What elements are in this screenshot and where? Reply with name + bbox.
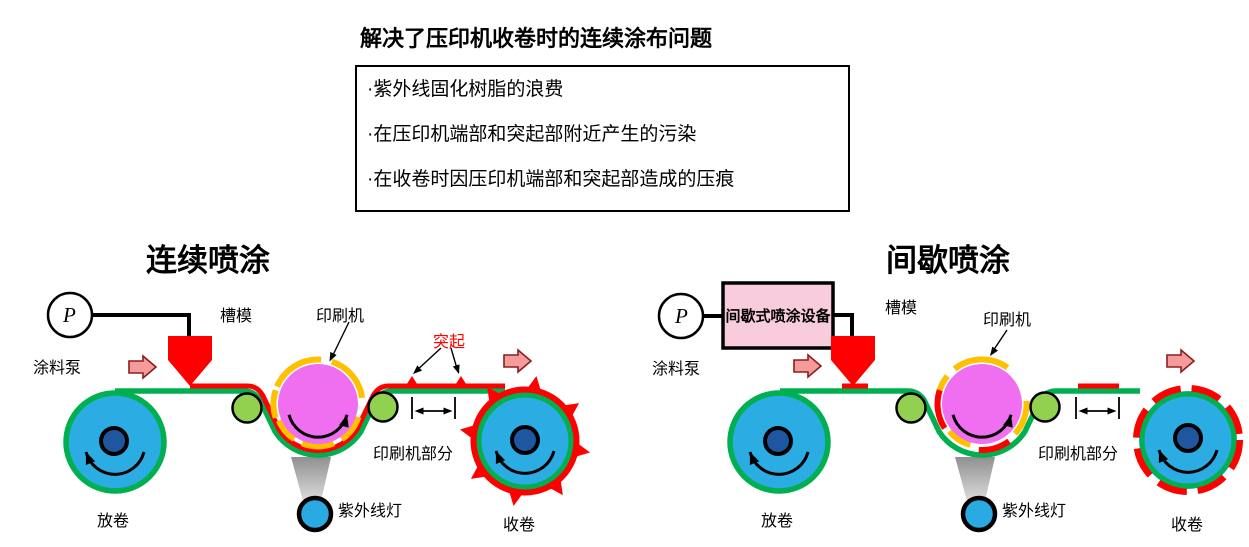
roll-hub	[763, 426, 793, 456]
problem-box: ·紫外线固化树脂的浪费 ·在压印机端部和突起部附近产生的污染 ·在收卷时因压印机…	[355, 65, 850, 212]
dimension-marker	[1075, 397, 1120, 419]
uv-lamp	[960, 495, 998, 533]
pump-symbol: P	[675, 304, 688, 328]
left-press-label: 印刷机	[316, 308, 365, 325]
left-die-label: 槽模	[220, 308, 253, 325]
rotation-arrowhead	[85, 452, 96, 465]
rotation-arrowhead	[339, 414, 349, 428]
rewind-roll	[460, 376, 590, 506]
pointer-head	[329, 351, 337, 362]
right-pump-label: 涂料泵	[652, 361, 701, 378]
problem-item: ·在收卷时因压印机端部和突起部造成的压痕	[367, 169, 735, 190]
dim-head	[414, 407, 424, 415]
press-cylinder	[942, 364, 1022, 444]
left-section-title: 连续喷涂	[146, 243, 270, 278]
dim-head	[443, 407, 453, 415]
bump	[405, 376, 419, 387]
left-pump-label: 涂料泵	[33, 360, 82, 377]
rotation-arrowhead	[749, 452, 760, 465]
bump	[454, 376, 468, 387]
flow-arrows	[128, 348, 1196, 380]
pointer-head	[452, 364, 460, 374]
dim-head	[1107, 407, 1117, 415]
press-pointer	[331, 321, 350, 358]
dim-head	[1078, 407, 1088, 415]
left-bump-label: 突起	[433, 334, 466, 351]
coating-arcs-red	[934, 389, 1011, 453]
rotation-arrowhead	[1003, 414, 1013, 428]
left-unwind-label: 放卷	[97, 513, 130, 530]
roll-hub	[99, 426, 129, 456]
intermittent-device-box	[721, 281, 835, 350]
rewind-roll	[1133, 385, 1243, 495]
guide-roller	[1029, 391, 1061, 423]
right-unwind-label: 放卷	[761, 513, 794, 530]
left-uv-label: 紫外线灯	[338, 503, 403, 520]
main-title: 解决了压印机收卷时的连续涂布问题	[360, 26, 713, 51]
pointer-head	[990, 346, 999, 356]
right-press-section-label: 印刷机部分	[1038, 446, 1119, 463]
problem-item: ·紫外线固化树脂的浪费	[367, 79, 564, 100]
intermittent-device-label: 间歇式喷涂设备	[725, 308, 831, 325]
guide-roller	[895, 392, 927, 424]
pump-circle	[657, 292, 705, 340]
slot-die	[168, 336, 212, 386]
pump-pipe	[833, 313, 854, 340]
coating-line	[190, 383, 505, 453]
problem-item: ·在压印机端部和突起部附近产生的污染	[367, 124, 697, 145]
pump-circle	[46, 291, 94, 339]
right-rewind-label: 收卷	[1171, 517, 1204, 534]
left-press-section-label: 印刷机部分	[373, 446, 454, 463]
pointer-head	[413, 365, 423, 374]
uv-beam	[955, 457, 995, 501]
dimension-marker	[411, 397, 456, 419]
uv-lamp	[296, 495, 334, 533]
right-uv-label: 紫外线灯	[1002, 503, 1067, 520]
right-section-title: 间歇喷涂	[886, 243, 1010, 278]
press-cylinder	[278, 364, 358, 444]
pump-symbol: P	[63, 303, 76, 327]
pump-pipe	[91, 313, 191, 340]
right-press-label: 印刷机	[983, 312, 1032, 329]
guide-roller	[231, 392, 263, 424]
uv-beam	[291, 457, 331, 501]
guide-roller	[367, 391, 399, 423]
left-rewind-label: 收卷	[503, 517, 536, 534]
right-die-label: 槽模	[885, 300, 918, 317]
coating-arcs	[270, 356, 366, 450]
slot-die	[831, 336, 875, 386]
